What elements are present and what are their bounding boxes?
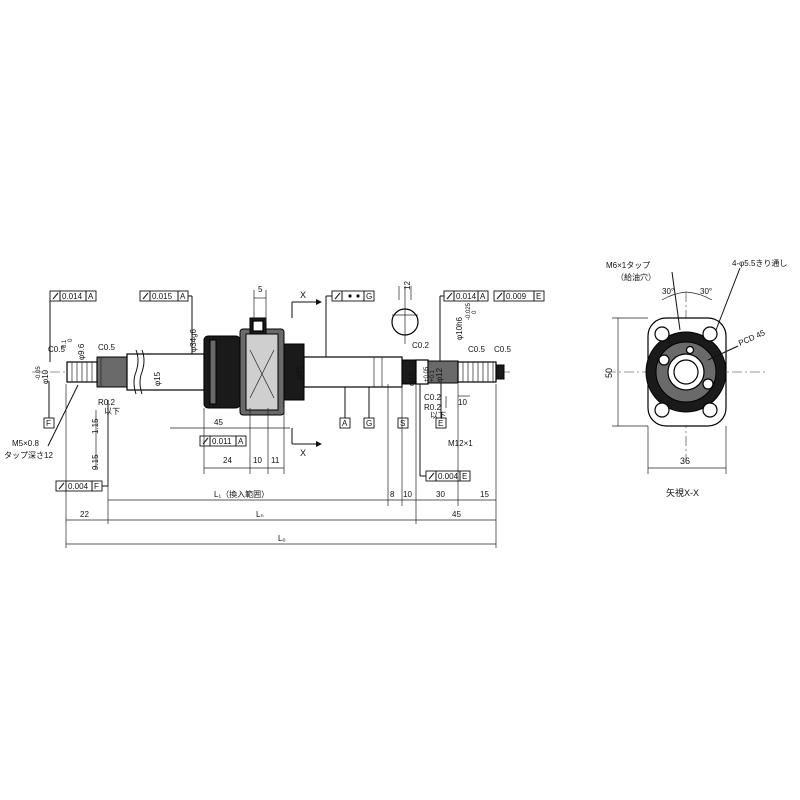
section-mark-bottom: X: [300, 448, 306, 458]
label-c02-bottom: C0.2: [424, 393, 441, 402]
label-ika: 以下: [104, 407, 120, 416]
tolerance-frame-1: [49, 290, 97, 362]
end-view-hole-label: 4-φ5.5きり通し: [732, 258, 787, 268]
end-view-tap-label: M6×1タップ: [606, 261, 650, 270]
label-phi35: φ35: [295, 365, 304, 380]
dim-8: 8: [390, 490, 395, 499]
label-c02-top: C0.2: [412, 341, 429, 350]
label-tol9: 0: [472, 310, 478, 314]
label-tap-depth: タップ深さ12: [4, 451, 53, 460]
frame1-value: 0.014: [62, 292, 83, 301]
dim-30: 30: [436, 490, 445, 499]
dim-10b: 10: [403, 490, 412, 499]
ball-screw-shaft: [66, 317, 505, 416]
end-view: [606, 267, 768, 474]
datum-f: F: [46, 419, 51, 428]
dim-45-bottom: 45: [452, 510, 461, 519]
keyway-section: [391, 286, 419, 344]
label-tol2: 0: [68, 338, 74, 342]
frame5-ref: A: [480, 292, 486, 301]
label-m5: M5×0.8: [12, 439, 39, 448]
frame8-ref: G: [366, 292, 372, 301]
label-tol3: -0.05: [36, 366, 42, 380]
datum-boxes: [43, 382, 447, 429]
end-view-height: 50: [604, 368, 614, 378]
label-d115: 1.15: [91, 418, 100, 434]
end-view-label: 矢視X-X: [666, 487, 699, 498]
datum-e: E: [438, 419, 443, 428]
end-view-angle1: 30°: [662, 287, 674, 296]
frame4-ref: F: [94, 482, 99, 491]
label-phi34: φ34g6: [189, 328, 198, 352]
dim-10a: 10: [253, 456, 262, 465]
end-view-angle2: 30°: [700, 287, 712, 296]
frame6-value: 0.009: [506, 292, 527, 301]
frame4-value: 0.004: [68, 482, 89, 491]
tolerance-frame-5: [439, 290, 489, 361]
frame7-ref: E: [462, 472, 467, 481]
frame2-ref: A: [180, 292, 186, 301]
tolerance-frame-8: [325, 290, 375, 357]
end-view-width: 36: [680, 456, 690, 466]
label-tol4: -0.025: [466, 302, 472, 320]
label-phi10: φ10: [41, 369, 50, 384]
dim-lo: Lₒ: [278, 534, 285, 543]
label-tol7: +0.1: [430, 369, 436, 382]
frame3-ref: A: [238, 437, 244, 446]
label-ika-right: 以下: [430, 411, 446, 420]
label-r02-right: R0.2: [424, 403, 441, 412]
datum-g: G: [366, 419, 372, 428]
dim-11: 11: [271, 456, 280, 465]
label-c05-right: C0.5: [468, 345, 485, 354]
frame5-value: 0.014: [456, 292, 477, 301]
label-phi12: φ12: [435, 367, 444, 382]
label-d12: 12: [403, 281, 412, 290]
label-phi10h6: φ10h6: [455, 316, 464, 340]
dim-5: 5: [258, 285, 263, 294]
label-m12: M12×1: [448, 439, 473, 448]
label-tol1: 0.1: [62, 339, 68, 348]
label-c05-left: C0.5: [48, 345, 65, 354]
frame7-value: 0.004: [438, 472, 459, 481]
label-c05-right2: C0.5: [494, 345, 511, 354]
dim-45-top: 45: [214, 418, 223, 427]
dim-22: 22: [80, 510, 89, 519]
dimension-lines: [65, 290, 497, 548]
label-phi96: φ9.6: [77, 343, 86, 360]
frame6-ref: E: [536, 292, 541, 301]
section-mark-top: X: [300, 290, 306, 300]
end-view-tap-sub: （給油穴）: [616, 272, 656, 282]
label-c05-left2: C0.5: [98, 343, 115, 352]
end-view-pcd: PCD 45: [737, 328, 767, 348]
datum-s: S: [400, 419, 405, 428]
label-d915: 9.15: [91, 454, 100, 470]
section-arrows: [291, 299, 322, 447]
datum-a: A: [342, 419, 348, 428]
dim-15: 15: [480, 490, 489, 499]
frame3-value: 0.011: [212, 437, 232, 446]
dim-l1: L₁（換入範囲）: [214, 489, 269, 499]
label-tol8: +0.05: [424, 366, 430, 382]
label-phi15: φ15: [153, 371, 162, 386]
frame2-value: 0.015: [152, 292, 173, 301]
frame1-ref: A: [88, 292, 94, 301]
label-r02: R0.2: [98, 398, 115, 407]
dim-lb: Lₙ: [256, 510, 264, 519]
tolerance-frame-2: [139, 290, 193, 354]
dim-24: 24: [223, 456, 232, 465]
tolerance-frame-6: [493, 290, 545, 302]
label-phi10-right: φ10: [407, 371, 416, 386]
tolerance-frame-7: [419, 384, 471, 482]
dim-10c: 10: [458, 398, 467, 407]
